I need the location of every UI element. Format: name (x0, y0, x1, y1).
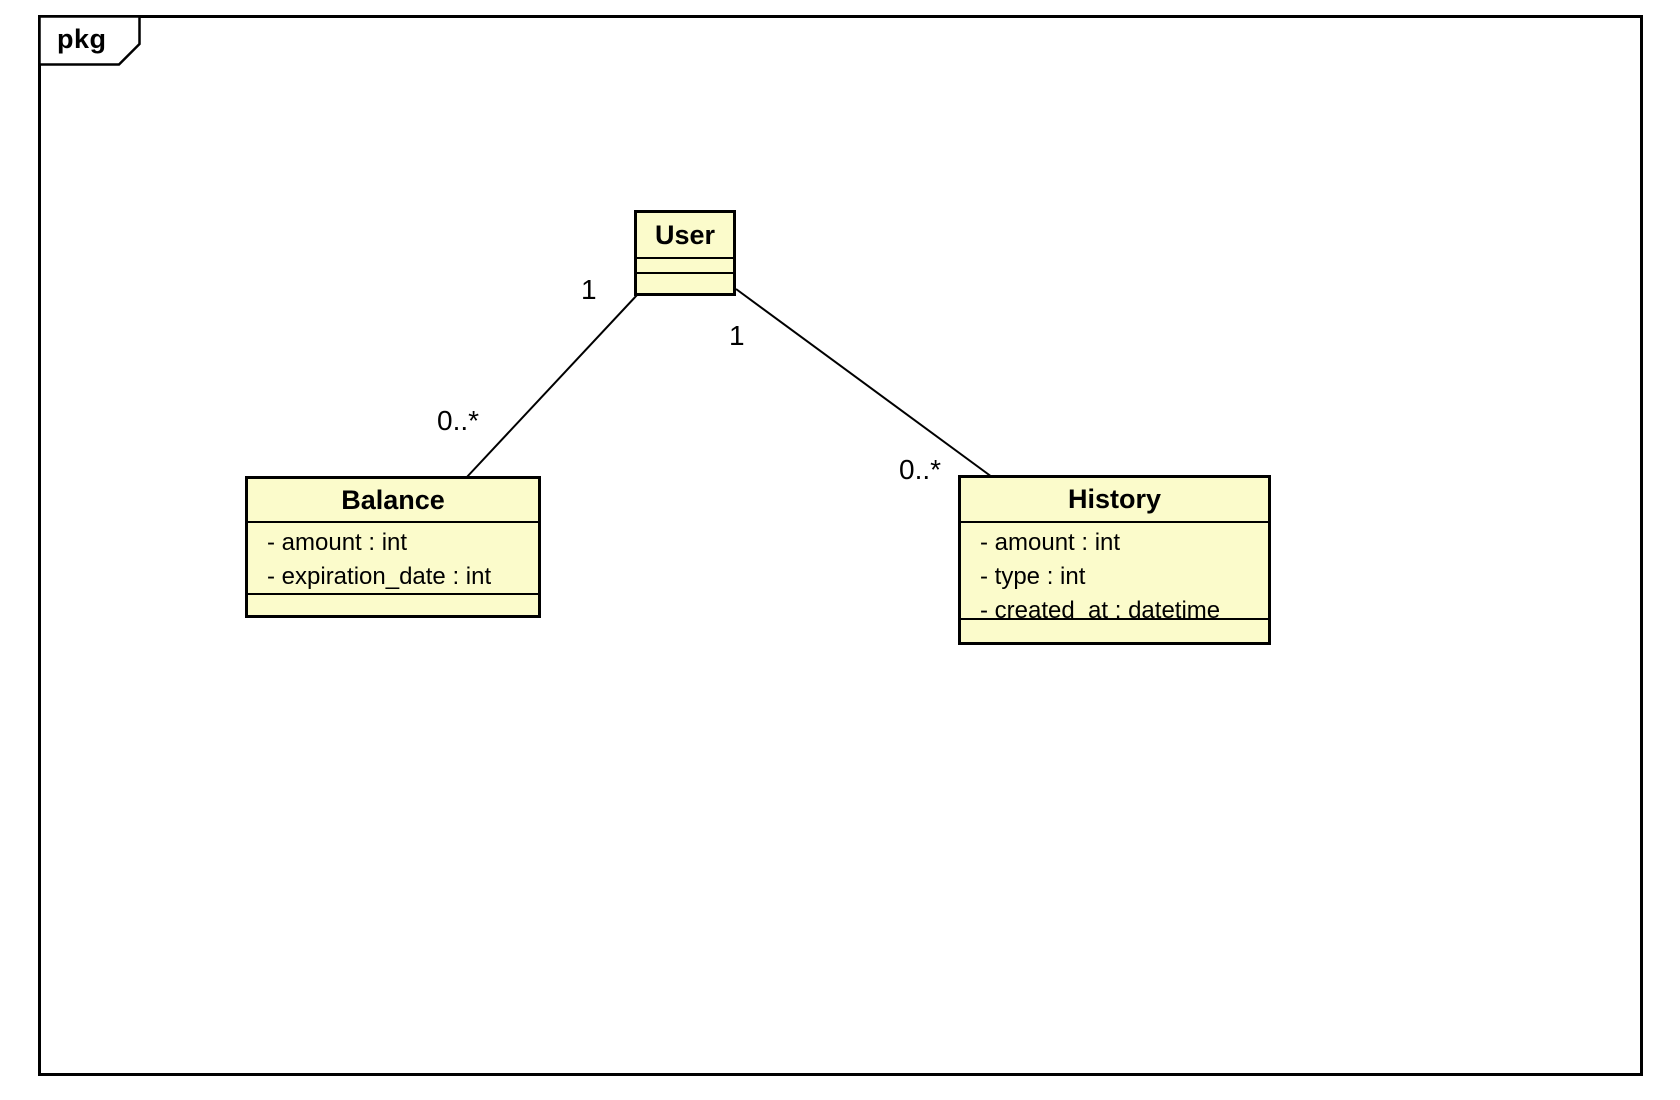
package-tab: pkg (38, 15, 142, 67)
class-attribute: - expiration_date : int (267, 563, 492, 590)
class-balance[interactable]: Balance - amount : int - expiration_date… (245, 476, 541, 618)
class-user[interactable]: User (634, 210, 736, 296)
class-balance-operations-compartment (248, 593, 538, 614)
package-tab-label: pkg (57, 24, 107, 54)
class-user-operations-compartment (637, 272, 733, 292)
class-attribute: - amount : int (267, 529, 408, 556)
class-user-attributes-compartment (637, 257, 733, 272)
multiplicity-label-user-history-from: 1 (729, 320, 745, 351)
class-history-title: History (1067, 484, 1162, 514)
class-user-title: User (654, 219, 716, 250)
class-attribute: - amount : int (980, 529, 1121, 556)
multiplicity-label-user-history-to: 0..* (899, 454, 942, 485)
class-attribute: - type : int (980, 563, 1086, 590)
package-tab-shape (38, 15, 141, 66)
diagram-frame (38, 15, 1643, 1076)
multiplicity-label-user-balance-to: 0..* (437, 405, 480, 436)
class-balance-title: Balance (341, 484, 445, 515)
class-balance-attributes-compartment: - amount : int - expiration_date : int (248, 521, 538, 593)
class-attribute: - created_at : datetime (980, 597, 1221, 618)
class-history-operations-compartment (961, 618, 1268, 641)
class-history-attributes-compartment: - amount : int - type : int - created_at… (961, 521, 1268, 618)
class-history[interactable]: History - amount : int - type : int - cr… (958, 475, 1271, 645)
multiplicity-label-user-balance-from: 1 (581, 274, 597, 305)
